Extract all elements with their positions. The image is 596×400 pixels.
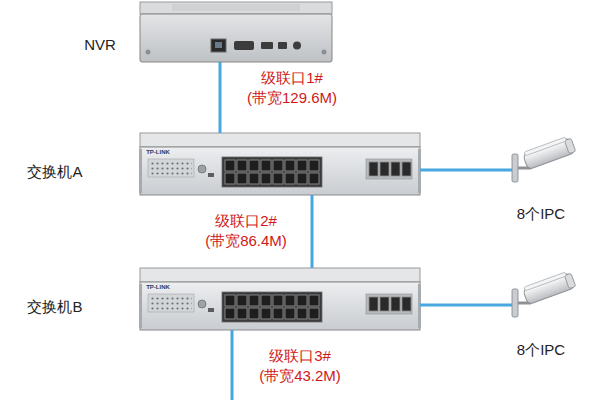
nvr-device (140, 14, 332, 62)
nvr-box: NVR (140, 2, 332, 62)
cascade-port-label: 级联口2# (带宽86.4M) (203, 211, 289, 252)
device-label: 8个IPC (517, 205, 565, 224)
nvr-device (322, 50, 327, 55)
cascade-cable (311, 195, 314, 268)
camera-box: 8个IPC (512, 140, 574, 190)
cascade-wire (231, 330, 234, 400)
ip-camera (512, 135, 576, 182)
nvr-device (140, 2, 332, 62)
device-label: 8个IPC (517, 341, 565, 360)
nvr-device (293, 42, 301, 50)
switch-a-body (139, 133, 421, 195)
brand-logo: TP-LINK (145, 284, 171, 290)
cascade-port-label: 级联口3# (带宽43.2M) (257, 346, 343, 387)
nvr-device (146, 50, 151, 55)
cascade-cable (420, 169, 512, 172)
brand-logo: TP-LINK (145, 149, 171, 155)
nvr-device (211, 39, 226, 52)
ip-camera (512, 270, 576, 317)
nvr-device (234, 41, 254, 50)
device-label: 交换机A (27, 163, 82, 182)
switch-box: 交换机A (140, 133, 420, 195)
cascade-port-label: 级联口1# (带宽129.6M) (245, 68, 339, 109)
camera-box: 8个IPC (512, 275, 574, 325)
device-label: NVR (84, 36, 116, 53)
nvr-device (261, 42, 273, 49)
switch-box: 交换机B (140, 268, 420, 330)
cascade-cable (219, 62, 222, 133)
cascade-cable (420, 304, 512, 307)
nvr-device (215, 42, 222, 48)
nvr-device (172, 4, 300, 11)
device-label: 交换机B (27, 298, 82, 317)
nvr-device (140, 2, 332, 14)
nvr-device (278, 42, 287, 49)
switch-b-body (139, 268, 421, 330)
